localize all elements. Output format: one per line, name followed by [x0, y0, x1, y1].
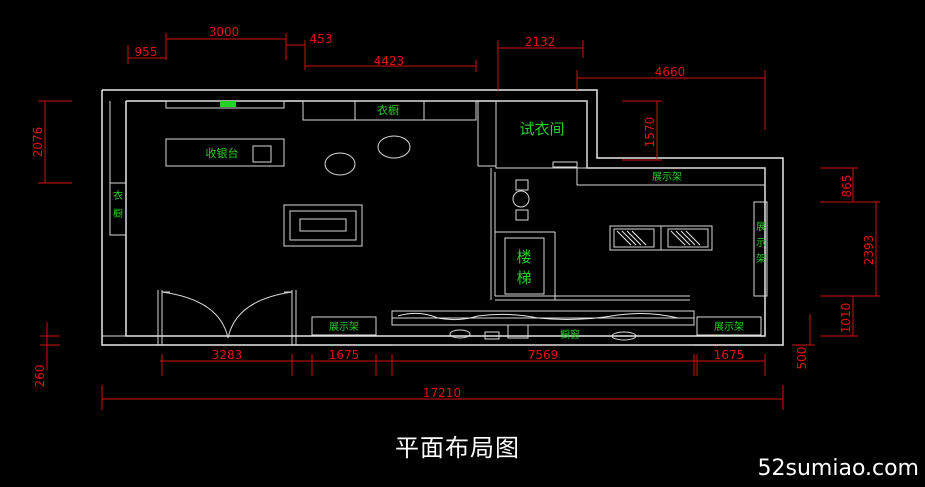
dim-4660: 4660 [655, 65, 686, 79]
shop-window: 橱窗 [391, 310, 695, 346]
display-cabinets [609, 225, 713, 251]
fitting-room: 试衣间 [477, 100, 588, 169]
display-rack-bottom-left-label: 展示架 [329, 321, 359, 333]
dim-1010: 1010 [839, 303, 853, 334]
display-rack-right-label-2: 示 [756, 238, 766, 249]
display-rack-right: 展 示 架 [753, 201, 768, 297]
stairs-label-1: 楼 [516, 248, 531, 266]
center-display-table [283, 204, 363, 247]
cashier-counter: 收银台 [165, 138, 285, 167]
display-rack-top-label: 展示架 [652, 171, 682, 183]
entrance-door [157, 290, 297, 345]
display-rack-bottom-right: 展示架 [696, 316, 762, 336]
dim-1675-b: 1675 [714, 348, 745, 362]
display-rack-right-label-1: 展 [756, 221, 766, 233]
wardrobe-top-label: 衣橱 [377, 103, 399, 117]
dim-500: 500 [795, 347, 809, 370]
watermark: 52sumiao.com [757, 456, 919, 481]
dim-2132: 2132 [525, 35, 556, 49]
dim-7569: 7569 [528, 348, 559, 362]
display-rack-bottom-right-label: 展示架 [714, 321, 744, 333]
dim-865: 865 [840, 175, 854, 198]
window-label: 橱窗 [560, 328, 580, 341]
display-rack-bottom-left: 展示架 [311, 316, 377, 336]
dim-3000: 3000 [209, 25, 240, 39]
dimension-labels: 3000 955 453 4423 2132 4660 2076 1570 86… [31, 25, 876, 400]
dim-1570: 1570 [643, 117, 657, 148]
dim-4423: 4423 [374, 54, 405, 68]
dim-2393: 2393 [862, 235, 876, 266]
dim-955: 955 [135, 45, 158, 59]
dim-1675-a: 1675 [329, 348, 360, 362]
wardrobe-left: 衣 橱 [109, 101, 127, 236]
stairs-label-2: 梯 [516, 269, 531, 287]
plan-title: 平面布局图 [395, 434, 520, 462]
partitions [490, 168, 690, 301]
dim-2076: 2076 [31, 127, 45, 158]
dim-17210: 17210 [423, 386, 461, 400]
top-light-strip [165, 100, 285, 109]
dim-453: 453 [310, 32, 333, 46]
wardrobe-left-label-2: 橱 [113, 207, 123, 220]
dim-260: 260 [33, 365, 47, 388]
outer-walls [101, 89, 784, 346]
stairs: 楼 梯 [504, 237, 545, 295]
wardrobe-top: 衣橱 [302, 100, 477, 121]
fixture-small [512, 179, 530, 221]
dim-3283: 3283 [212, 348, 243, 362]
ottoman-1 [324, 152, 356, 176]
wardrobe-left-label-1: 衣 [113, 189, 123, 202]
cashier-label: 收银台 [206, 146, 239, 160]
ottoman-2 [377, 135, 411, 159]
display-rack-top: 展示架 [576, 167, 766, 186]
fitting-room-label: 试衣间 [519, 120, 564, 138]
dimension-lines [38, 33, 880, 410]
display-rack-right-label-3: 架 [756, 253, 766, 265]
